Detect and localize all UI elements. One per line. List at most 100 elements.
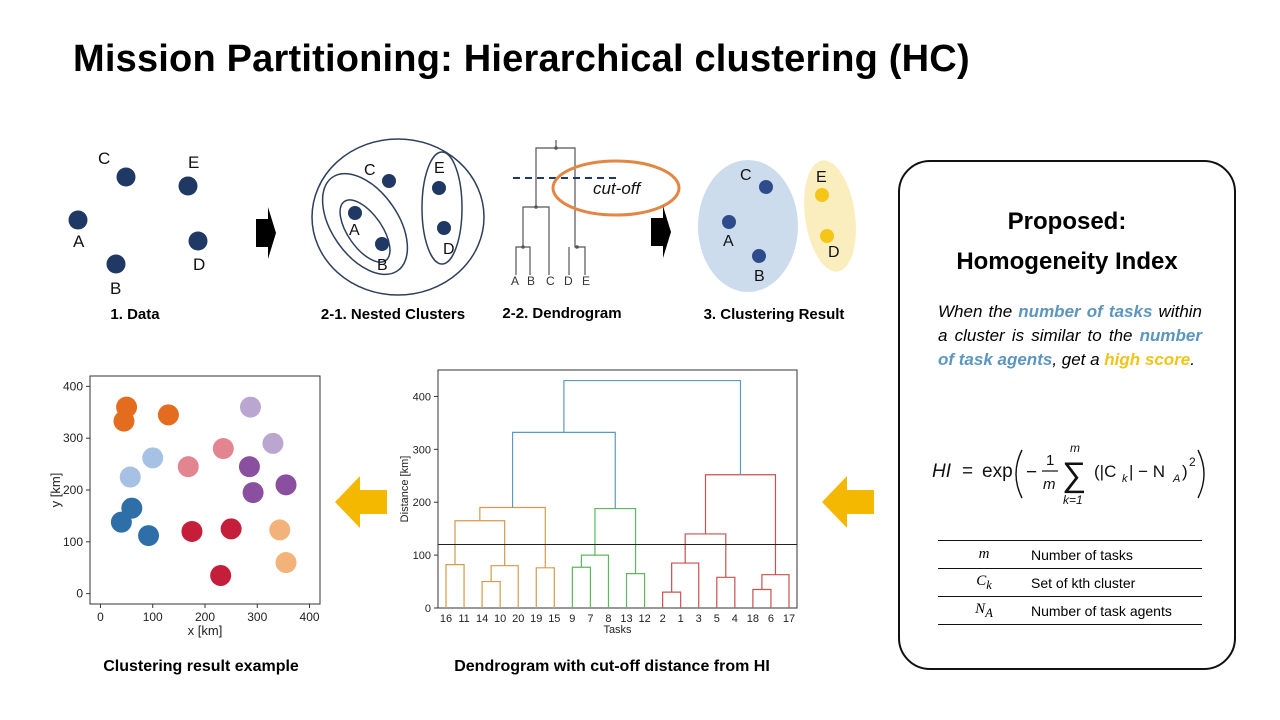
- leaf-label: 12: [638, 613, 650, 625]
- nested-clusters: [311, 138, 485, 296]
- arrow-left-icon: [822, 476, 874, 528]
- svg-text:m: m: [1043, 476, 1056, 493]
- svg-text:A: A: [1172, 473, 1180, 485]
- svg-text:1: 1: [1046, 452, 1054, 469]
- legend-description: Number of task agents: [1031, 602, 1172, 619]
- leaf-label: 13: [620, 613, 632, 625]
- x-tick-label: 400: [300, 610, 320, 624]
- svg-text:(|C: (|C: [1094, 462, 1116, 481]
- caption-dendrogram: 2-2. Dendrogram: [502, 305, 622, 322]
- y-tick-label: 100: [63, 535, 83, 549]
- leaf-label: 4: [732, 613, 738, 625]
- scatter-point: [157, 404, 179, 426]
- label-a: A: [73, 232, 85, 251]
- cluster-abc: [321, 172, 409, 276]
- svg-text:=: =: [962, 461, 973, 482]
- symbol-legend-table: m Number of tasks Ck Set of kth cluster …: [938, 540, 1202, 625]
- y-tick-label: 300: [63, 431, 83, 445]
- legend-symbol: NA: [975, 600, 993, 620]
- leaf-label: 16: [440, 613, 452, 625]
- scatter-point: [181, 520, 203, 542]
- caption-scatter: Clustering result example: [103, 658, 299, 675]
- svg-text:E: E: [582, 274, 590, 288]
- legend-row: Ck Set of kth cluster: [938, 568, 1202, 597]
- legend-symbol: m: [978, 546, 990, 562]
- svg-text:D: D: [443, 241, 455, 258]
- leaf-label: 19: [530, 613, 542, 625]
- svg-text:2: 2: [1189, 455, 1196, 469]
- dendrogram-link: [571, 566, 592, 608]
- leaf-label: 9: [569, 613, 575, 625]
- cutoff-label: cut-off: [593, 179, 643, 198]
- x-tick-label: 300: [247, 610, 267, 624]
- scatter-point: [212, 438, 234, 460]
- label-e: E: [188, 153, 199, 172]
- svg-text:HI: HI: [932, 461, 952, 482]
- scatter-point: [239, 396, 261, 418]
- label-b: B: [110, 279, 121, 298]
- hi-formula: HI = exp − 1 m ∑ m k=1 (|C k | − N A ) 2: [932, 442, 1205, 507]
- scatter-point: [177, 456, 199, 478]
- y-tick-label: 400: [413, 391, 431, 403]
- slide-title: Mission Partitioning: Hierarchical clust…: [73, 38, 970, 80]
- cluster-de: [421, 151, 463, 265]
- caption-nested-clusters: 2-1. Nested Clusters: [320, 306, 466, 323]
- result-cluster-blue: [698, 160, 798, 292]
- svg-text:−: −: [1026, 462, 1037, 483]
- scatter-point: [142, 447, 164, 469]
- scatter-point: [238, 456, 260, 478]
- plot-frame: [437, 369, 798, 609]
- svg-text:∑: ∑: [1062, 456, 1086, 494]
- cutoff-highlight: [551, 159, 681, 217]
- step-diagrams: A B C D E A B C D E cut-off: [68, 138, 856, 298]
- svg-text:k=1: k=1: [1063, 493, 1083, 507]
- scatter-point: [110, 511, 132, 533]
- svg-text:A: A: [723, 233, 734, 250]
- data-step: [68, 167, 208, 274]
- svg-text:C: C: [546, 274, 555, 288]
- legend-row: m Number of tasks: [938, 540, 1202, 569]
- x-tick-label: 200: [195, 610, 215, 624]
- legend-description: Set of kth cluster: [1031, 574, 1136, 591]
- scatter-point: [113, 410, 135, 432]
- y-tick-label: 400: [63, 379, 83, 393]
- scatter-point: [119, 466, 141, 488]
- leaf-label: 7: [587, 613, 593, 625]
- svg-text:| − N: | − N: [1129, 462, 1165, 481]
- leaf-label: 17: [783, 613, 795, 625]
- y-tick-label: 200: [63, 483, 83, 497]
- svg-text:A: A: [511, 274, 519, 288]
- panel-description: When the number of tasks within a cluste…: [938, 302, 1203, 369]
- data-point-a: [68, 210, 88, 230]
- leaf-label: 6: [768, 613, 774, 625]
- scatter-point: [220, 518, 242, 540]
- svg-text:exp: exp: [982, 461, 1013, 482]
- dendrogram-link: [684, 533, 727, 578]
- svg-text:B: B: [527, 274, 535, 288]
- x-axis-label: Tasks: [603, 624, 632, 636]
- homogeneity-index-panel: Proposed: Homogeneity Index When the num…: [898, 160, 1236, 670]
- arrow-right-icon: [256, 207, 276, 259]
- leaf-label: 8: [605, 613, 611, 625]
- x-tick-label: 0: [97, 610, 104, 624]
- leaf-label: 10: [494, 613, 506, 625]
- dendrogram-link: [594, 507, 637, 574]
- label-d: D: [193, 255, 205, 274]
- data-point-c: [116, 167, 136, 187]
- leaf-label: 5: [714, 613, 720, 625]
- scatter-point: [269, 519, 291, 541]
- arrow-left-icon: [335, 476, 387, 528]
- outer-cluster: [311, 138, 485, 296]
- svg-text:m: m: [1070, 442, 1080, 455]
- dendrogram-link: [490, 565, 519, 608]
- scatter-point: [275, 474, 297, 496]
- data-point-b: [106, 254, 126, 274]
- y-tick-label: 100: [413, 550, 431, 562]
- svg-text:B: B: [754, 268, 765, 285]
- leaf-label: 18: [747, 613, 759, 625]
- svg-text:k: k: [1122, 473, 1128, 485]
- legend-description: Number of tasks: [1031, 546, 1133, 563]
- leaf-label: 15: [548, 613, 560, 625]
